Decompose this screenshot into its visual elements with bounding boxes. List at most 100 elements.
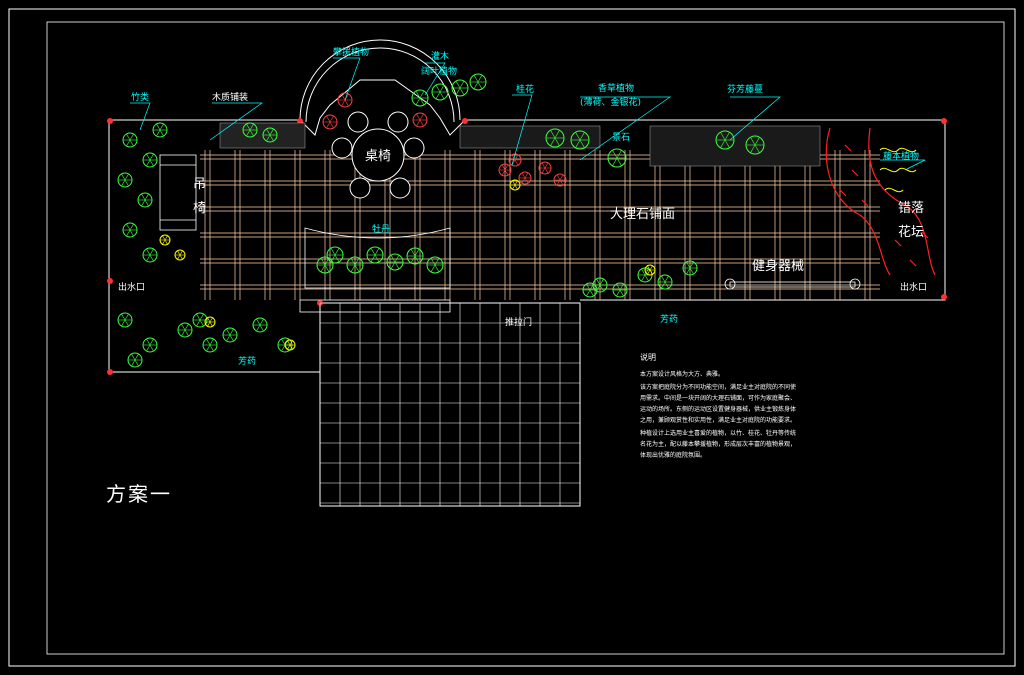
plant-symbol bbox=[469, 73, 487, 91]
notes-paragraph: 该方案把庭院分为不同功能空间，满足业主对庭院的不同使用需求。中间是一块开阔的大理… bbox=[640, 384, 797, 424]
plants bbox=[117, 73, 765, 368]
plant-symbol bbox=[386, 253, 404, 271]
plant-symbol bbox=[538, 161, 552, 175]
plant-labels: 竹类 攀援植物 灌木 阔叶植物 桂花 香草植物 (薄荷、金银花) 芬芳藤蔓 景石… bbox=[131, 46, 919, 367]
plant-symbol bbox=[159, 234, 171, 246]
plant-symbol bbox=[127, 352, 143, 368]
label-swing-b: 椅 bbox=[193, 201, 206, 216]
plant-symbol bbox=[644, 264, 656, 276]
marble-grid bbox=[200, 150, 880, 300]
label-drain-left: 出水口 bbox=[118, 281, 145, 293]
plant-symbol bbox=[142, 152, 158, 168]
plant-symbol bbox=[117, 312, 133, 328]
plant-symbol bbox=[451, 79, 469, 97]
plant-symbol bbox=[411, 89, 429, 107]
area-labels: 木质铺装 出水口 出水口 推拉门 bbox=[118, 91, 927, 328]
plant-symbol bbox=[745, 135, 765, 155]
label-aromatic-sub: (薄荷、金银花) bbox=[580, 96, 641, 108]
dotted-beds bbox=[219, 122, 821, 167]
label-table-chairs: 桌椅 bbox=[365, 149, 391, 164]
plant-symbol bbox=[570, 130, 590, 150]
sheet-inner-border bbox=[46, 21, 1005, 655]
plant-symbol bbox=[177, 322, 193, 338]
label-fragrant: 芬芳藤蔓 bbox=[727, 83, 763, 95]
label-marble: 大理石铺面 bbox=[610, 207, 675, 222]
notes-paragraph: 本方案设计风格为大方、典雅。 bbox=[640, 371, 725, 378]
plant-symbol bbox=[242, 122, 258, 138]
tile-grid bbox=[319, 302, 581, 506]
label-sculpture: 景石 bbox=[612, 132, 630, 143]
plant-symbol bbox=[545, 128, 565, 148]
label-sliding-door: 推拉门 bbox=[505, 316, 532, 328]
plant-symbol bbox=[204, 316, 216, 328]
garden-outline bbox=[108, 39, 946, 507]
label-drain-right: 出水口 bbox=[900, 281, 927, 293]
plant-symbol bbox=[509, 179, 521, 191]
label-bamboo: 竹类 bbox=[131, 91, 149, 103]
label-swing-a: 吊 bbox=[193, 177, 206, 192]
plant-symbol bbox=[682, 260, 698, 276]
swing-chair bbox=[159, 154, 197, 231]
fitness-equipment bbox=[724, 278, 861, 290]
plant-symbol bbox=[174, 249, 186, 261]
vine-yellow bbox=[879, 147, 917, 193]
label-deck: 木质铺装 bbox=[212, 91, 248, 103]
label-fitness: 健身器械 bbox=[752, 258, 804, 274]
plant-symbol bbox=[262, 127, 278, 143]
fence-posts bbox=[107, 118, 947, 375]
plant-symbol bbox=[202, 337, 218, 353]
plant-symbol bbox=[192, 312, 208, 328]
plant-symbol bbox=[426, 256, 444, 274]
label-stagger-a: 错落 bbox=[898, 201, 924, 216]
plant-symbol bbox=[326, 246, 344, 264]
plant-symbol bbox=[715, 130, 735, 150]
label-shrub-a: 灌木 bbox=[431, 50, 449, 62]
plant-symbol bbox=[406, 247, 424, 265]
zone-labels: 桌椅 吊 椅 大理石铺面 健身器械 错落 花坛 bbox=[193, 149, 924, 274]
plant-symbol bbox=[346, 256, 364, 274]
label-osmanthus: 桂花 bbox=[516, 83, 534, 95]
plant-symbol bbox=[222, 327, 238, 343]
label-aromatic: 香草植物 bbox=[598, 82, 634, 94]
plant-symbol bbox=[431, 83, 449, 101]
plant-symbol bbox=[322, 114, 338, 130]
plant-symbol bbox=[316, 256, 334, 274]
label-vine: 藤本植物 bbox=[883, 150, 919, 162]
plant-symbol bbox=[142, 247, 158, 263]
plant-symbol bbox=[612, 282, 628, 298]
plant-symbol bbox=[553, 173, 567, 187]
plant-symbol bbox=[337, 92, 353, 108]
plant-symbol bbox=[284, 339, 296, 351]
plant-symbol bbox=[142, 337, 158, 353]
plant-symbol bbox=[498, 163, 512, 177]
table-set bbox=[331, 111, 425, 199]
label-peony: 牡丹 bbox=[372, 223, 390, 235]
plant-symbol bbox=[366, 246, 384, 264]
plant-symbol bbox=[117, 172, 133, 188]
label-climber: 攀援植物 bbox=[333, 46, 369, 58]
plan-title: 方案一 bbox=[106, 482, 172, 506]
notes-paragraph: 种植设计上选用业主喜爱的植物，以竹、桂花、牡丹等传统名花为主，配以藤本攀援植物，… bbox=[640, 430, 797, 459]
sheet-outer-border bbox=[8, 8, 1016, 667]
plant-symbol bbox=[508, 153, 522, 167]
plant-symbol bbox=[657, 274, 673, 290]
plant-symbol bbox=[412, 112, 428, 128]
plant-symbol bbox=[122, 132, 138, 148]
design-notes: 说明 本方案设计风格为大方、典雅。 该方案把庭院分为不同功能空间，满足业主对庭院… bbox=[640, 352, 800, 463]
label-herb-left: 芳药 bbox=[238, 355, 256, 367]
label-shrub-b: 阔叶植物 bbox=[421, 65, 457, 77]
plant-symbol bbox=[137, 192, 153, 208]
peony-planter bbox=[299, 227, 451, 313]
label-herb-right: 芳药 bbox=[660, 313, 678, 325]
leader-lines bbox=[130, 57, 926, 171]
plant-symbol bbox=[152, 122, 168, 138]
plant-symbol bbox=[607, 148, 627, 168]
notes-title: 说明 bbox=[640, 353, 656, 362]
plant-symbol bbox=[518, 171, 532, 185]
label-stagger-b: 花坛 bbox=[898, 224, 924, 240]
plant-symbol bbox=[582, 282, 598, 298]
plant-symbol bbox=[122, 222, 138, 238]
staggered-bed bbox=[825, 127, 936, 276]
plant-symbol bbox=[252, 317, 268, 333]
